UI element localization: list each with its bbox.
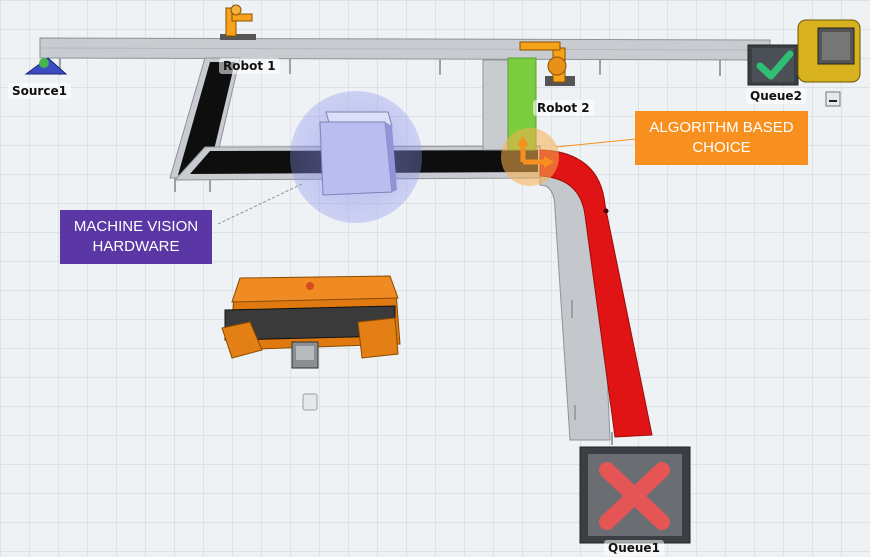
right-grey-conveyor[interactable] (482, 59, 509, 151)
robot-1-label: Robot 1 (219, 58, 280, 74)
source1-label: Source1 (8, 83, 71, 99)
algorithm-choice-callout: ALGORITHM BASED CHOICE (635, 111, 808, 165)
robot-2-icon[interactable] (519, 41, 575, 86)
algorithm-choice-callout-line2: CHOICE (692, 139, 751, 156)
queue-1[interactable] (579, 446, 691, 544)
algorithm-choice-callout-line1: ALGORITHM BASED (649, 119, 794, 136)
machine-vision-callout-line2: HARDWARE (92, 238, 180, 255)
machine-vision-callout: MACHINE VISION HARDWARE (60, 210, 212, 264)
queue-2[interactable] (747, 44, 799, 86)
red-reject-conveyor[interactable] (539, 149, 653, 445)
vehicle-marker[interactable] (825, 91, 841, 107)
robot-1-icon[interactable] (220, 4, 256, 40)
machine-vision-callout-line1: MACHINE VISION (73, 218, 199, 235)
source-icon[interactable] (24, 57, 68, 75)
robot-2-label: Robot 2 (533, 100, 594, 116)
transport-vehicle[interactable] (221, 275, 401, 369)
vision-callout-leader (217, 183, 303, 225)
machine-vision-hardware[interactable] (290, 91, 422, 223)
vehicle-marker-2[interactable] (302, 393, 318, 411)
algorithm-choice-highlight (501, 128, 637, 186)
x-mark-icon (599, 462, 670, 530)
queue-2-label: Queue2 (746, 88, 806, 104)
queue-1-label: Queue1 (604, 540, 664, 556)
yellow-vehicle-icon[interactable] (797, 19, 861, 83)
checkmark-icon (756, 50, 794, 80)
